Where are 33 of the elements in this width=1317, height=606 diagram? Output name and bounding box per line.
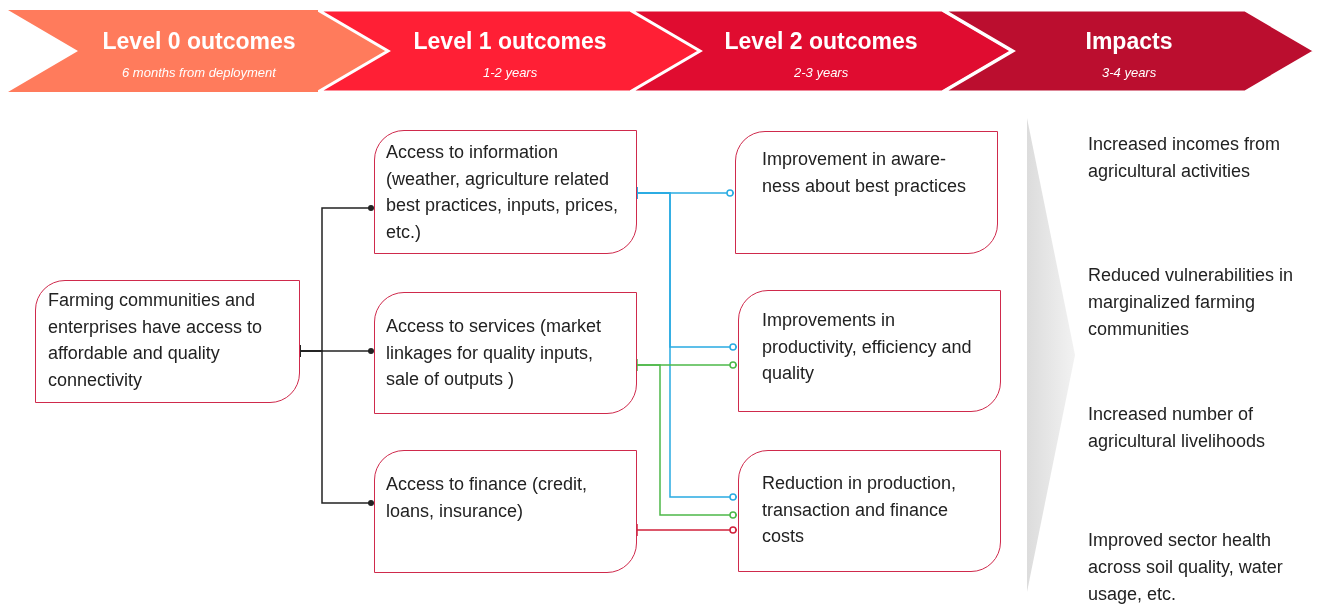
connector <box>636 364 738 519</box>
connector <box>299 344 374 506</box>
outcome-box <box>374 450 637 573</box>
connector <box>636 523 738 537</box>
stage-title: Level 0 outcomes <box>102 28 296 55</box>
outcome-box <box>374 130 637 254</box>
box-text: Reduction in production, transaction and finance costs <box>762 472 958 548</box>
connector <box>636 358 738 372</box>
chevron-banner <box>630 10 1012 92</box>
box-text: Access to information (weather, agriculture related best practices, inputs, prices, etc.) <box>386 141 620 244</box>
box-text: Access to finance (credit, loans, insurance) <box>386 473 589 523</box>
stage-duration: 3-4 years <box>1102 65 1157 80</box>
impact-text: Increased incomes from agricultural activities <box>1088 133 1282 183</box>
box-text: Farming communities and enterprises have access to affordable and quality connectivity <box>48 289 264 392</box>
stage-title: Impacts <box>1085 28 1173 55</box>
outcome-box <box>374 292 637 414</box>
impact-text: Increased number of agricultural livelihoods <box>1088 403 1267 453</box>
stage-duration: 6 months from deployment <box>122 65 276 80</box>
outcome-box <box>738 450 1001 572</box>
impact-text: Reduced vulnerabilities in marginalized farming communities <box>1088 264 1295 341</box>
box-text: Access to services (market linkages for quality inputs, sale of outputs ) <box>386 315 603 391</box>
outcome-box <box>738 290 1001 412</box>
chevron-banner <box>943 10 1315 92</box>
outcome-box <box>35 280 300 403</box>
connector <box>636 186 738 501</box>
stage-duration: 2-3 years <box>794 65 849 80</box>
box-text: Improvement in aware- ness about best practices <box>762 148 968 198</box>
impact-text: Improved sector health across soil quality, water usage, etc. <box>1088 529 1284 606</box>
box-text: Improvements in productivity, efficiency and quality <box>762 309 973 385</box>
stage-title: Level 1 outcomes <box>413 28 607 55</box>
outcome-box <box>735 131 998 254</box>
stage-duration: 1-2 years <box>483 65 538 80</box>
stage-title: Level 2 outcomes <box>724 28 918 55</box>
